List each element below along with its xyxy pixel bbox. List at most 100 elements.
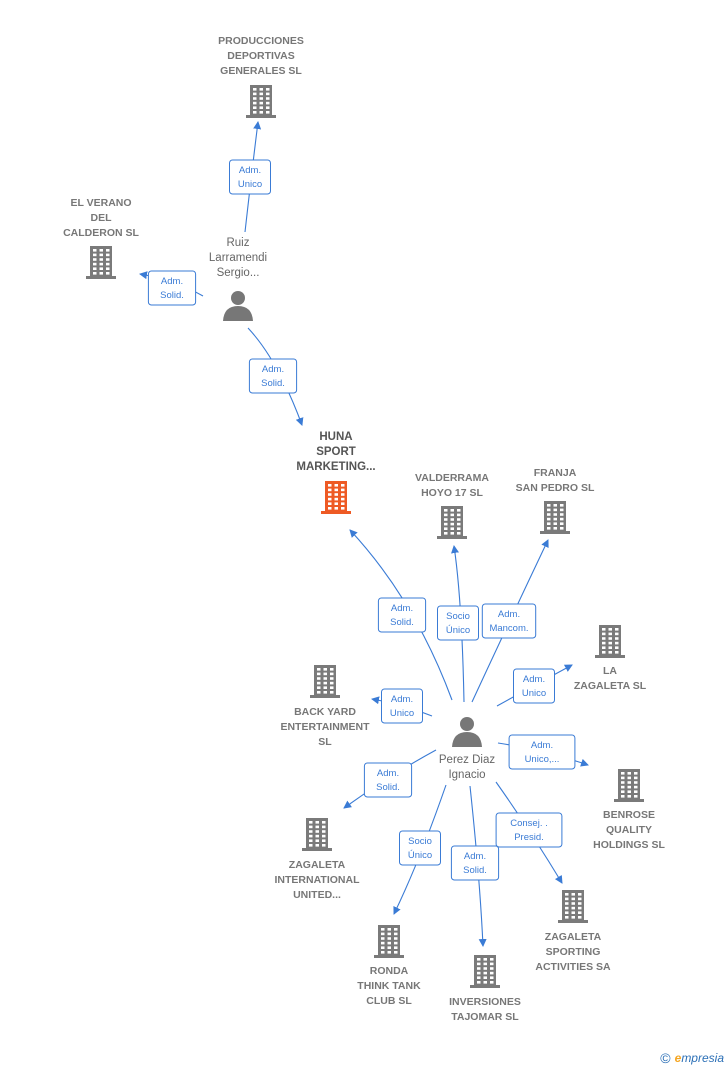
node-zag_intl[interactable]: ZAGALETAINTERNATIONALUNITED... [275,818,361,901]
building-window [490,981,494,984]
node-label-line: FRANJA [534,467,577,479]
node-label-line: CALDERON SL [63,227,139,239]
building-window [322,839,326,842]
building-window [394,932,398,936]
node-label-line: EL VERANO [70,197,131,209]
building-window [571,902,575,905]
edge-label-box[interactable] [481,603,537,639]
edge-label-perez-huna[interactable]: Adm. Solid. [377,597,427,633]
building-icon[interactable] [374,925,404,958]
edge-label-text: Adm. [391,603,413,614]
building-icon[interactable] [540,501,570,534]
edge-label-box[interactable] [508,734,576,770]
building-window [477,971,481,975]
edge-label-text: Unico [238,179,262,190]
building-window [323,686,327,689]
edge-label-box[interactable] [248,358,298,394]
building-icon[interactable] [558,890,588,923]
building-window [330,691,334,694]
edge-label-box[interactable] [229,159,271,195]
node-huna[interactable]: HUNASPORTMARKETING... [296,431,376,514]
building-window [330,677,334,680]
person-icon[interactable] [452,717,482,747]
building-icon[interactable] [302,818,332,851]
building-icon[interactable] [86,246,116,279]
building-window [621,785,625,789]
building-window [450,527,454,530]
building-window [457,522,461,526]
edge-label-box[interactable] [437,605,479,641]
building-window [602,628,606,631]
building-window [317,681,321,685]
building-window [322,830,326,833]
edge-label-text: Unico,... [525,754,560,765]
edge-label-perez-zag_sporting[interactable]: Consej. .Presid. [495,812,563,848]
edge-label-perez-zag_intl[interactable]: Adm.Solid. [363,762,413,798]
building-window [477,981,481,984]
building-window [315,834,319,838]
building-window [578,902,582,905]
building-icon[interactable] [470,955,500,988]
person-icon[interactable] [223,291,253,321]
building-window [334,484,338,487]
edge-label-perez-zagaleta[interactable]: Adm.Unico [513,668,555,704]
edge-label-ruiz-producciones[interactable]: Adm.Unico [229,159,271,195]
building-window [328,507,332,510]
edge-label-box[interactable] [363,762,413,798]
building-icon[interactable] [246,85,276,118]
edge-label-box[interactable] [450,845,500,881]
edge-label-text: Solid. [390,617,414,628]
node-valderrama[interactable]: VALDERRAMA HOYO 17 SL [415,472,489,539]
edge-label-box[interactable] [377,597,427,633]
node-ruiz[interactable]: RuizLarramendiSergio... [209,237,267,321]
edge-label-perez-backyard[interactable]: Adm.Unico [381,688,423,724]
building-window [317,686,321,689]
edge-label-box[interactable] [495,812,563,848]
building-window [317,672,321,676]
building-window [309,834,313,838]
node-label-line: ACTIVITIES SA [535,961,611,973]
building-window [259,88,263,91]
building-window [93,262,97,266]
building-window [565,893,569,896]
edge-label-box[interactable] [147,270,197,306]
edge-label-perez-benrose[interactable]: Adm.Unico,... [508,734,576,770]
node-label-line: ENTERTAINMENT [280,721,370,733]
building-window [634,776,638,780]
building-icon[interactable] [614,769,644,802]
edge-label-ruiz-huna[interactable]: Adm.Solid. [248,358,298,394]
building-window [602,637,606,640]
node-label-line: HOYO 17 SL [421,487,483,499]
building-window [309,844,313,847]
node-label-line: VALDERRAMA [415,472,489,484]
building-window [106,249,110,252]
building-window [328,493,332,496]
edge-label-box[interactable] [399,830,441,866]
building-icon[interactable] [321,481,351,514]
edge-label-ruiz-verano[interactable]: Adm.Solid. [147,270,197,306]
building-window [93,258,97,261]
building-window [387,946,391,949]
edge-label-perez-franja[interactable]: Adm.Mancom. [481,603,537,639]
node-label-line: BENROSE [603,809,655,821]
edge-label-box[interactable] [381,688,423,724]
edge-label-box[interactable] [513,668,555,704]
building-icon[interactable] [437,506,467,539]
building-window [93,267,97,270]
building-icon[interactable] [595,625,625,658]
edge-label-perez-inversiones[interactable]: Adm.Solid. [450,845,500,881]
building-icon[interactable] [310,665,340,698]
building-window [547,517,551,521]
